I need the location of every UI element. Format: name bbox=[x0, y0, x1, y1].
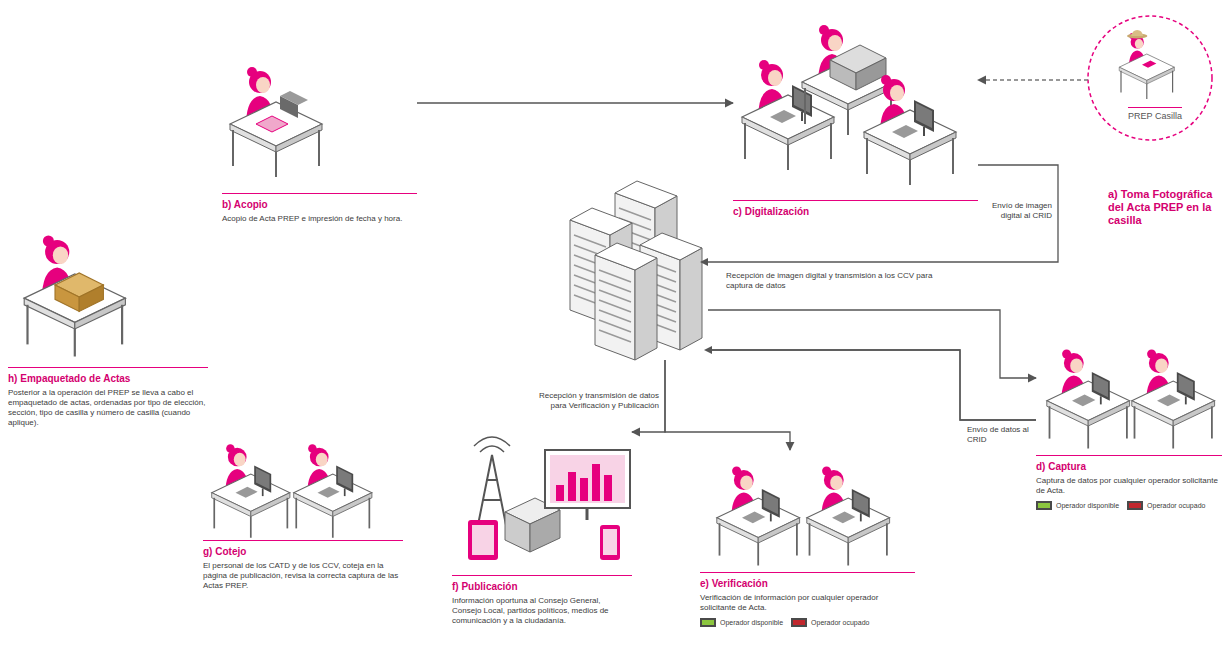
legend-text: Operador disponible bbox=[1056, 502, 1119, 510]
acopio-figure bbox=[230, 102, 322, 177]
flow-connector bbox=[665, 350, 1036, 450]
publicacion-figure bbox=[545, 450, 630, 508]
connector-label: Recepción de imagen digital y transmisió… bbox=[725, 270, 960, 292]
cotejo-figure bbox=[212, 444, 290, 538]
cotejo-figure bbox=[294, 444, 372, 538]
captura-figure bbox=[1047, 350, 1130, 449]
cotejo-figure bbox=[294, 444, 372, 538]
step-description: Verificación de información por cualquie… bbox=[700, 593, 915, 613]
acopio-figure bbox=[256, 116, 288, 132]
publicacion-figure bbox=[603, 529, 617, 555]
publicacion-figure bbox=[474, 437, 510, 452]
acopio-figure bbox=[280, 91, 308, 105]
flow-connector bbox=[978, 79, 1088, 80]
step-node: e) VerificaciónVerificación de informaci… bbox=[700, 450, 915, 627]
illustration bbox=[595, 243, 657, 360]
step-description: Posterior a la operación del PREP se lle… bbox=[8, 388, 208, 428]
casilla-figure bbox=[1142, 61, 1156, 68]
casilla-figure bbox=[1131, 30, 1143, 36]
step-description: Información oportuna al Consejo General,… bbox=[452, 596, 632, 626]
verificacion-figure bbox=[717, 467, 800, 566]
captura-figure bbox=[1132, 350, 1215, 449]
publicacion-figure bbox=[586, 508, 589, 520]
captura-figure bbox=[1132, 350, 1215, 449]
step-description: Acopio de Acta PREP e impresión de fecha… bbox=[222, 214, 417, 224]
step-node: h) Empaquetado de ActasPosterior a la op… bbox=[8, 225, 208, 428]
step-heading: d) Captura bbox=[1036, 455, 1222, 473]
step-node: b) AcopioAcopio de Acta PREP e impresión… bbox=[222, 15, 417, 224]
arrow-head bbox=[700, 258, 708, 266]
casilla-circle bbox=[1088, 16, 1212, 140]
publicacion-figure bbox=[550, 455, 625, 503]
note-label: Envío de imagen digital al CRID bbox=[985, 200, 1053, 222]
publicacion-figure bbox=[468, 437, 630, 560]
legend-item: Operador disponible bbox=[700, 618, 783, 627]
flow-connector bbox=[632, 350, 1036, 432]
digitalizacion-figure bbox=[864, 75, 956, 185]
step-heading: f) Publicación bbox=[452, 575, 632, 593]
casilla-figure bbox=[1119, 30, 1174, 99]
publicacion-figure bbox=[604, 475, 612, 501]
step-heading: c) Digitalización bbox=[733, 200, 978, 218]
legend-item: Operador disponible bbox=[1036, 501, 1119, 510]
step-node: d) CapturaCaptura de datos por cualquier… bbox=[1036, 340, 1222, 510]
step-heading: e) Verificación bbox=[700, 572, 915, 590]
step-node: f) PublicaciónInformación oportuna al Co… bbox=[452, 425, 632, 626]
empaquetado-figure bbox=[55, 285, 79, 311]
step-heading: h) Empaquetado de Actas bbox=[8, 367, 208, 385]
verificacion-figure bbox=[807, 467, 890, 566]
legend-item: Operador ocupado bbox=[1127, 501, 1205, 510]
step-heading: b) Acopio bbox=[222, 193, 417, 211]
legend-text: Operador disponible bbox=[720, 619, 783, 627]
digitalizacion-figure bbox=[830, 60, 856, 90]
casilla-tag: PREP Casilla bbox=[1128, 107, 1182, 122]
step-heading: g) Cotejo bbox=[203, 540, 403, 558]
flow-connector bbox=[417, 102, 733, 103]
legend-swatch bbox=[700, 618, 716, 627]
publicacion-figure bbox=[592, 464, 600, 501]
publicacion-figure bbox=[580, 478, 588, 501]
publicacion-figure bbox=[472, 525, 494, 555]
publicacion-figure bbox=[556, 485, 564, 501]
empaquetado-figure bbox=[24, 236, 125, 357]
legend-swatch bbox=[791, 618, 807, 627]
step-heading: a) Toma Fotográfica del Acta PREP en la … bbox=[1088, 188, 1222, 227]
cotejo-figure bbox=[212, 444, 290, 538]
connector-label: Recepción y transmisión de datos para Ve… bbox=[520, 390, 660, 412]
digitalizacion-figure bbox=[802, 25, 894, 135]
legend-swatch bbox=[1036, 501, 1052, 510]
publicacion-figure bbox=[600, 525, 620, 560]
step-description: Captura de datos por cualquier operador … bbox=[1036, 476, 1222, 496]
empaquetado-figure bbox=[79, 285, 103, 311]
legend-row: Operador disponible Operador ocupado bbox=[700, 618, 915, 627]
publicacion-figure bbox=[468, 520, 498, 560]
step-description: El personal de los CATD y de los CCV, co… bbox=[203, 561, 403, 591]
verificacion-figure bbox=[807, 467, 890, 566]
publicacion-figure bbox=[530, 510, 560, 552]
publicacion-figure bbox=[568, 472, 576, 501]
legend-item: Operador ocupado bbox=[791, 618, 869, 627]
publicacion-figure bbox=[478, 455, 506, 525]
casilla-figure bbox=[1119, 54, 1174, 99]
arrow-head bbox=[704, 346, 712, 354]
digitalizacion-figure bbox=[864, 75, 956, 185]
connector-label: Envío de datos al CRID bbox=[966, 424, 1032, 446]
legend-swatch bbox=[1127, 501, 1143, 510]
step-node: PREP Casilla a) Toma Fotográfica del Acta… bbox=[1088, 15, 1222, 227]
illustration bbox=[595, 243, 657, 360]
digitalizacion-figure bbox=[856, 58, 886, 90]
flow-connector bbox=[708, 165, 1058, 378]
acopio-figure bbox=[230, 67, 322, 177]
step-node: g) Cotejo El personal de los CATD y de lo… bbox=[203, 430, 403, 591]
captura-figure bbox=[1047, 350, 1130, 449]
legend-row: Operador disponible Operador ocupado bbox=[1036, 501, 1222, 510]
step-node: c) Digitalización bbox=[733, 10, 978, 218]
verificacion-figure bbox=[717, 467, 800, 566]
legend-text: Operador ocupado bbox=[811, 619, 869, 627]
legend-text: Operador ocupado bbox=[1147, 502, 1205, 510]
publicacion-figure bbox=[505, 512, 530, 552]
